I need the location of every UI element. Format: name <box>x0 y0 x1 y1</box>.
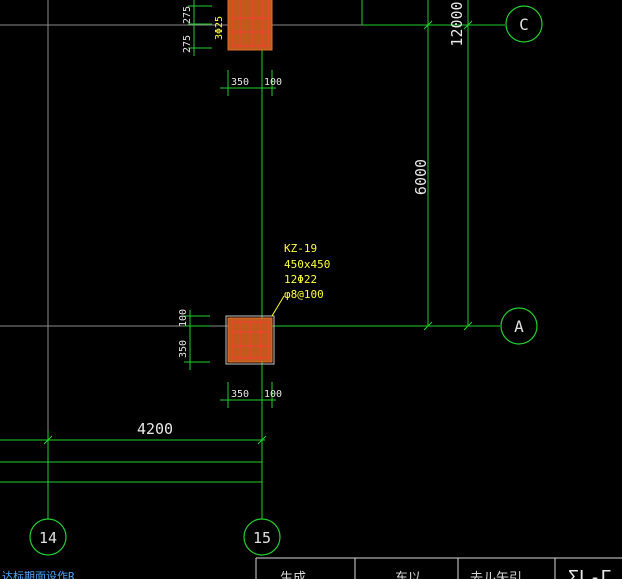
axis-bubble-A-circle <box>500 307 538 345</box>
kz19-main-rebar: 12Φ22 <box>284 273 317 286</box>
axis-bubble-A[interactable]: A <box>500 307 538 345</box>
column-axis-lines <box>0 0 267 518</box>
title-cell-1: 生成 <box>280 571 306 579</box>
dim-text-4200: 4200 <box>137 420 173 438</box>
column-top-hdims <box>220 70 276 96</box>
kz19-size: 450x450 <box>284 258 330 271</box>
column-kz19-hdims <box>220 382 276 408</box>
status-left-text: 达标期面设作R <box>2 569 75 579</box>
column-kz19-vdims <box>184 310 210 370</box>
dim-tick <box>463 20 473 30</box>
kz19-leader-line <box>271 295 285 317</box>
dim-tick <box>43 435 53 445</box>
axis-bubble-C[interactable]: C <box>505 5 543 43</box>
column-top[interactable] <box>227 0 273 51</box>
column-top-vdims <box>188 0 212 56</box>
column-top-rebar-label: 3Φ25 <box>214 16 225 40</box>
dim-text-12000: 12000 <box>448 1 466 46</box>
column-top-hdim-2: 100 <box>264 77 282 88</box>
axis-bubble-A-label: A <box>514 317 524 336</box>
column-kz19-outline <box>225 315 275 365</box>
column-top-hdim-1: 350 <box>231 77 249 88</box>
dim-tick <box>423 20 433 30</box>
kz19-name: KZ-19 <box>284 242 317 255</box>
axis-bubble-C-label: C <box>519 15 529 34</box>
column-kz19-vdim-1: 100 <box>178 309 189 327</box>
column-kz19[interactable] <box>225 315 275 365</box>
axis-bubble-15-circle <box>243 518 281 556</box>
vertical-dimensions <box>262 0 505 331</box>
axis-bubble-14[interactable]: 14 <box>29 518 67 556</box>
title-cell-3: 去ル矢引 <box>470 571 522 579</box>
axis-bubble-14-circle <box>29 518 67 556</box>
dim-text-6000: 6000 <box>412 159 430 195</box>
column-kz19-hdim-1: 350 <box>231 389 249 400</box>
dim-tick <box>257 435 267 445</box>
column-top-stirrup <box>231 0 269 47</box>
reference-gridlines <box>0 0 505 522</box>
title-cell-2: 东以 <box>395 571 421 579</box>
axis-bubble-15-label: 15 <box>253 529 271 547</box>
title-block-frame <box>255 557 622 579</box>
column-top-body <box>227 0 273 51</box>
axis-bubble-14-label: 14 <box>39 529 57 547</box>
title-cell-4: ΣL-Γ <box>568 567 612 579</box>
column-top-vdim-2: 275 <box>182 6 193 24</box>
kz19-stirrup: φ8@100 <box>284 288 324 301</box>
column-kz19-vdim-2: 350 <box>178 340 189 358</box>
axis-bubble-C-circle <box>505 5 543 43</box>
column-kz19-hdim-2: 100 <box>264 389 282 400</box>
kz19-annotation: KZ-19 450x450 12Φ22 φ8@100 <box>284 242 330 301</box>
column-top-vdim-1: 275 <box>182 35 193 53</box>
axis-bubble-15[interactable]: 15 <box>243 518 281 556</box>
